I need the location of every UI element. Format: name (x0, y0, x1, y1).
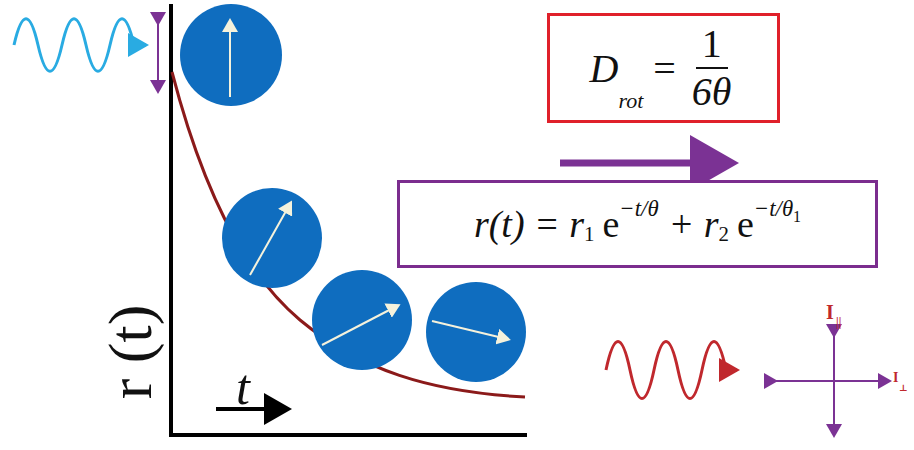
formula-part: −t/θ (754, 196, 793, 222)
formula-part: 1 (793, 208, 801, 226)
emission-wave (606, 342, 737, 399)
axis-label: r (t) (99, 305, 161, 400)
formula-part: −t/θ (619, 196, 658, 222)
formula-part: = (653, 45, 676, 92)
formula-part: + r (669, 202, 719, 246)
perpendicular-axis (776, 380, 890, 382)
polarization-arrow (157, 24, 159, 92)
molecule (312, 270, 412, 370)
formula-part: 1 (584, 222, 594, 247)
formula: r(t) = r1e−t/θ+ r2e−t/θ1 (474, 202, 801, 246)
formula-part: 6θ (686, 69, 738, 113)
axis-label: t (236, 362, 250, 412)
exponent: −t/θ1 (754, 196, 801, 222)
formula-part: D (590, 45, 619, 92)
formula: Drot=16θ (590, 23, 738, 113)
polarization-label: I (826, 302, 834, 322)
y-axis (169, 4, 173, 436)
formula-part: 1 (696, 23, 728, 69)
molecule (222, 188, 322, 288)
flow-arrow (560, 160, 732, 167)
formula-part: e (737, 202, 754, 246)
excitation-wave (14, 19, 146, 72)
formula-part: 2 (719, 222, 729, 247)
x-axis (169, 433, 527, 437)
formula-part: e (602, 202, 619, 246)
time-arrow (216, 407, 288, 411)
formula-part: r(t) = r (474, 202, 584, 246)
exponent: −t/θ (619, 196, 658, 222)
diffusion-formula-box: Drot=16θ (547, 13, 780, 123)
parallel-axis (833, 336, 835, 436)
molecule (426, 282, 526, 382)
fraction: 16θ (686, 23, 738, 113)
polarization-subscript: || (836, 316, 841, 328)
formula-part: rot (618, 88, 643, 114)
molecule (180, 4, 282, 106)
anisotropy-formula-box: r(t) = r1e−t/θ+ r2e−t/θ1 (397, 180, 878, 268)
polarization-subscript: ⊥ (899, 384, 908, 393)
polarization-label: I (893, 371, 898, 385)
